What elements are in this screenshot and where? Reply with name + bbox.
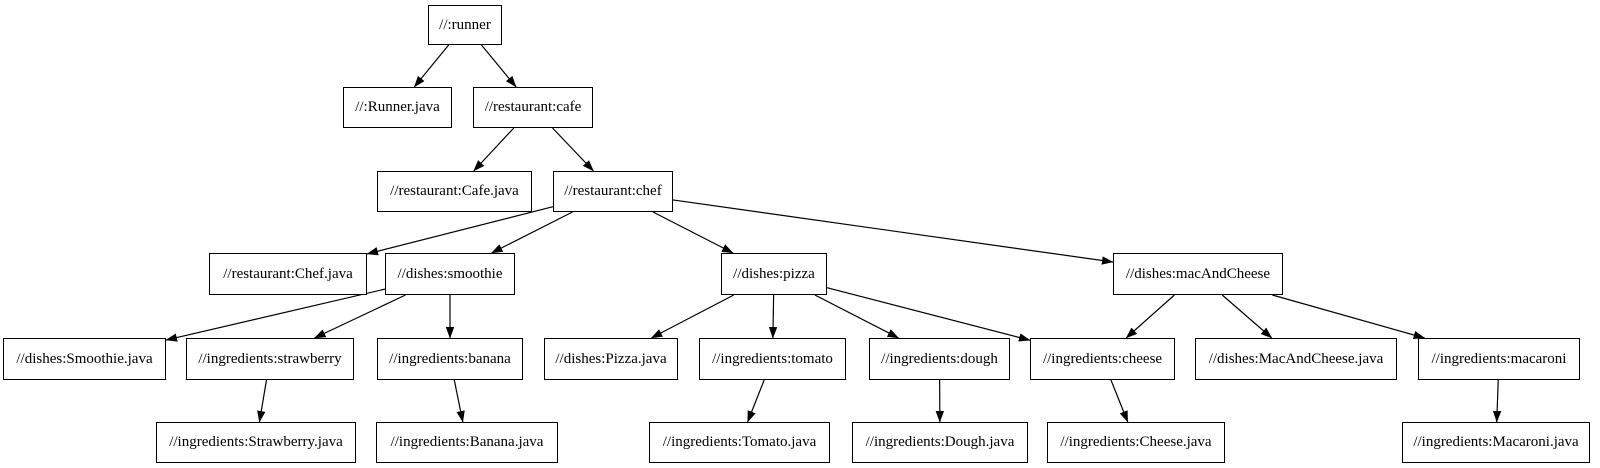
graph-edge-macandcheese-to-macandcheese_java [1221, 294, 1273, 339]
graph-edge-tomato-to-tomato_java [747, 379, 765, 423]
graph-node-cafe: //restaurant:cafe [473, 87, 593, 128]
graph-node-smoothie: //dishes:smoothie [385, 253, 515, 295]
graph-node-chef: //restaurant:chef [553, 171, 673, 212]
graph-edge-macandcheese-to-cheese [1125, 294, 1175, 339]
graph-node-runner_java: //:Runner.java [343, 87, 452, 128]
graph-node-cheese_java: //ingredients:Cheese.java [1047, 422, 1225, 463]
graph-node-tomato_java: //ingredients:Tomato.java [649, 422, 830, 463]
graph-edge-strawberry-to-strawberry_java [257, 379, 268, 423]
graph-edge-cheese-to-cheese_java [1110, 379, 1129, 423]
graph-node-smoothie_java: //dishes:Smoothie.java [3, 338, 166, 380]
graph-node-runner: //:runner [428, 5, 502, 45]
graph-node-dough: //ingredients:dough [869, 338, 1010, 380]
graph-edge-runner-to-cafe [481, 44, 517, 88]
graph-edge-cafe-to-cafe_java [473, 127, 515, 172]
graph-node-strawberry_java: //ingredients:Strawberry.java [156, 422, 356, 463]
graph-node-banana: //ingredients:banana [377, 338, 523, 380]
graph-node-pizza_java: //dishes:Pizza.java [544, 338, 678, 380]
graph-node-dough_java: //ingredients:Dough.java [852, 422, 1028, 463]
graph-edge-macaroni-to-macaroni_java [1492, 379, 1502, 423]
graph-node-chef_java: //restaurant:Chef.java [209, 253, 367, 295]
graph-edge-chef-to-smoothie [491, 211, 573, 254]
graph-edge-banana-to-banana_java [453, 379, 465, 423]
graph-edge-smoothie-to-smoothie_java [165, 288, 386, 342]
graph-edge-pizza-to-cheese [826, 287, 1031, 342]
graph-edge-pizza-to-dough [814, 294, 900, 339]
graph-edge-runner-to-runner_java [413, 44, 450, 88]
graph-edge-cafe-to-chef [552, 127, 594, 172]
graph-node-cafe_java: //restaurant:Cafe.java [377, 171, 532, 212]
graph-edge-pizza-to-pizza_java [650, 294, 735, 339]
graph-node-cheese: //ingredients:cheese [1030, 338, 1175, 380]
graph-node-strawberry: //ingredients:strawberry [186, 338, 354, 380]
graph-edge-chef-to-pizza [652, 211, 734, 254]
graph-edge-smoothie-to-strawberry [314, 294, 406, 339]
graph-edge-macandcheese-to-macaroni [1272, 294, 1426, 340]
graph-node-macandcheese_java: //dishes:MacAndCheese.java [1195, 338, 1397, 380]
graph-node-macandcheese: //dishes:macAndCheese [1113, 253, 1283, 295]
graph-node-tomato: //ingredients:tomato [699, 338, 846, 380]
graph-node-macaroni: //ingredients:macaroni [1418, 338, 1580, 380]
graph-node-pizza: //dishes:pizza [721, 253, 827, 295]
graph-node-banana_java: //ingredients:Banana.java [376, 422, 558, 463]
graph-edge-pizza-to-tomato [768, 294, 778, 339]
graph-edge-chef-to-chef_java [366, 206, 554, 256]
graph-node-macaroni_java: //ingredients:Macaroni.java [1402, 422, 1590, 463]
